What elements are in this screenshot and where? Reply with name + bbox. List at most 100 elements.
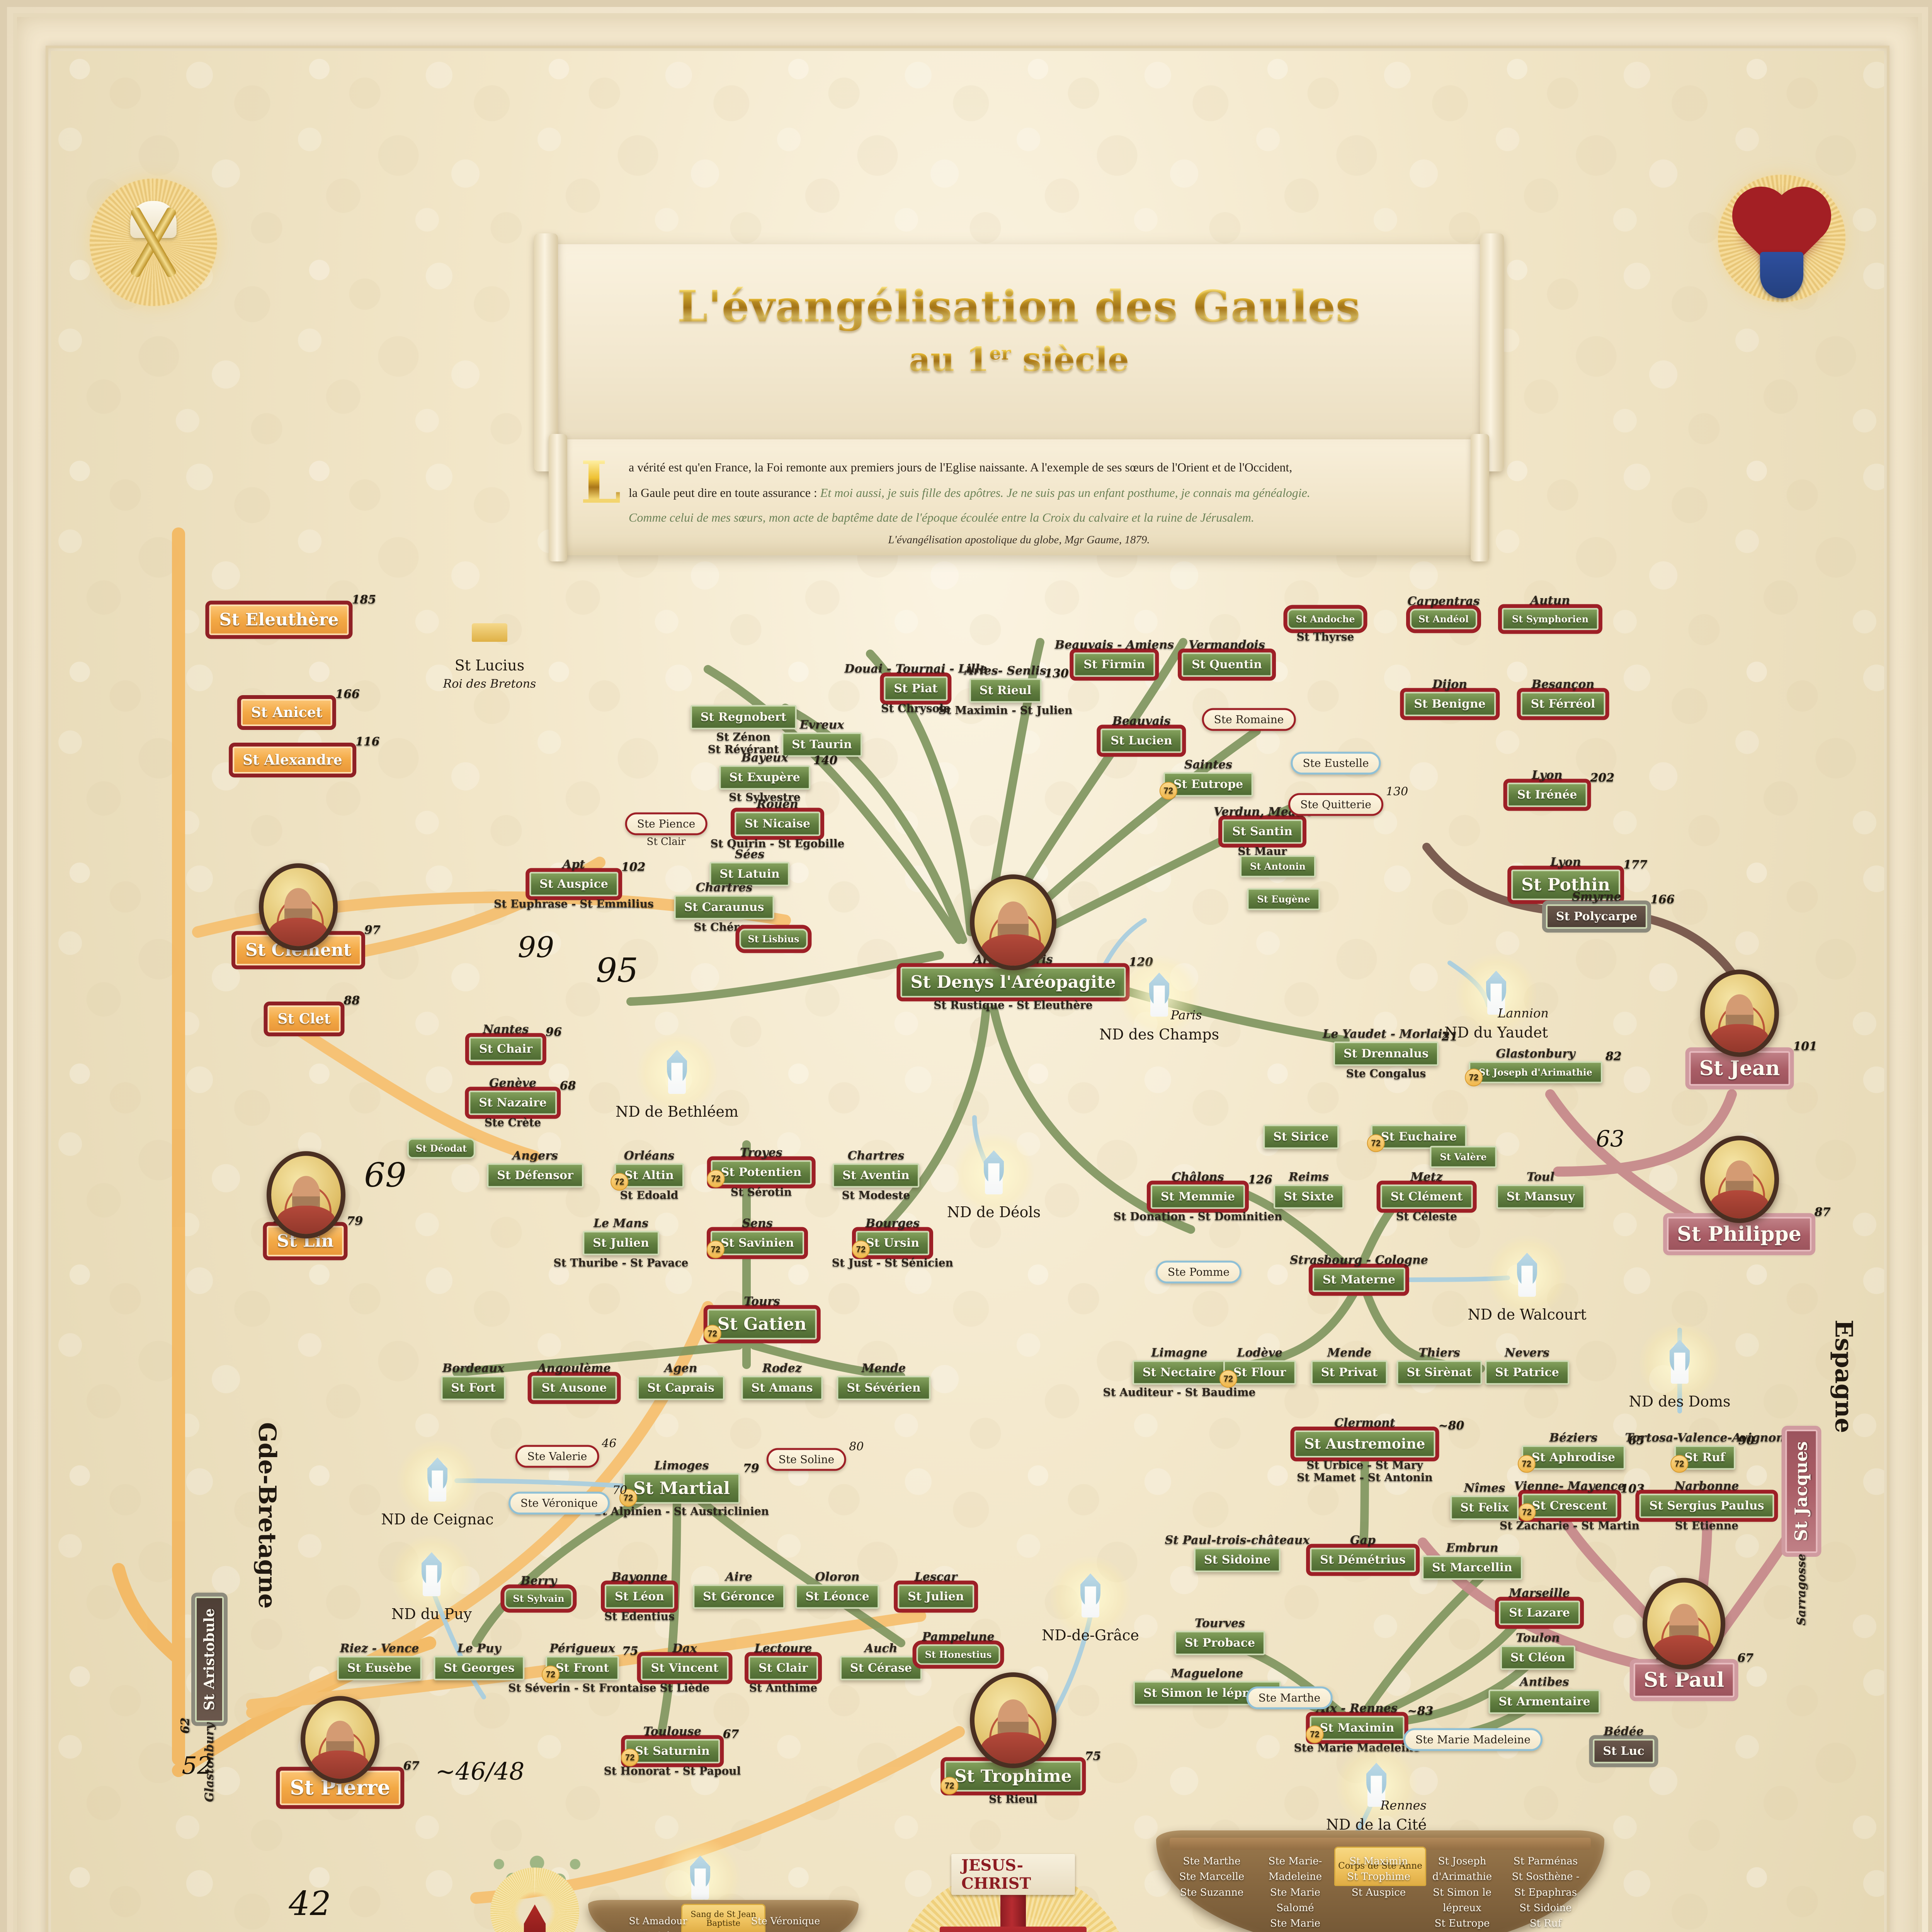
node-st-lisbius[interactable]: St Lisbius [735,925,812,953]
node-st-pierre[interactable]: St PierreRome67 [276,1757,420,1809]
holy-woman-chip[interactable]: Ste Marie Madeleine [1403,1728,1543,1751]
holy-woman-chip[interactable]: Ste Romaine [1202,708,1296,731]
name-chip[interactable]: St TrophimeArles7572St Rieul [940,1747,1101,1805]
name-chip[interactable]: St Eugène [1247,888,1320,910]
holy-woman-chip[interactable]: Ste Eustelle [1291,752,1381,775]
node-ste-marthe[interactable]: Ste Marthe [1246,1686,1333,1709]
node-st-sirice[interactable]: St Sirice [1263,1124,1339,1149]
node-st-d-odat[interactable]: St Déodat [407,1138,476,1159]
node-st-antonin[interactable]: St Antonin [1240,855,1316,878]
node-st-eug-ne[interactable]: St Eugène [1247,888,1320,910]
node-ste-pomme[interactable]: Ste Pomme [1155,1260,1242,1284]
node-ste-romaine[interactable]: Ste Romaine [1202,708,1296,731]
name-chip[interactable]: St Déodat [407,1138,476,1159]
name-chip[interactable]: St Denys l'AréopagiteArles - Paris120St … [896,953,1153,1011]
node-st-trophime[interactable]: St TrophimeArles7572St Rieul [940,1747,1101,1805]
